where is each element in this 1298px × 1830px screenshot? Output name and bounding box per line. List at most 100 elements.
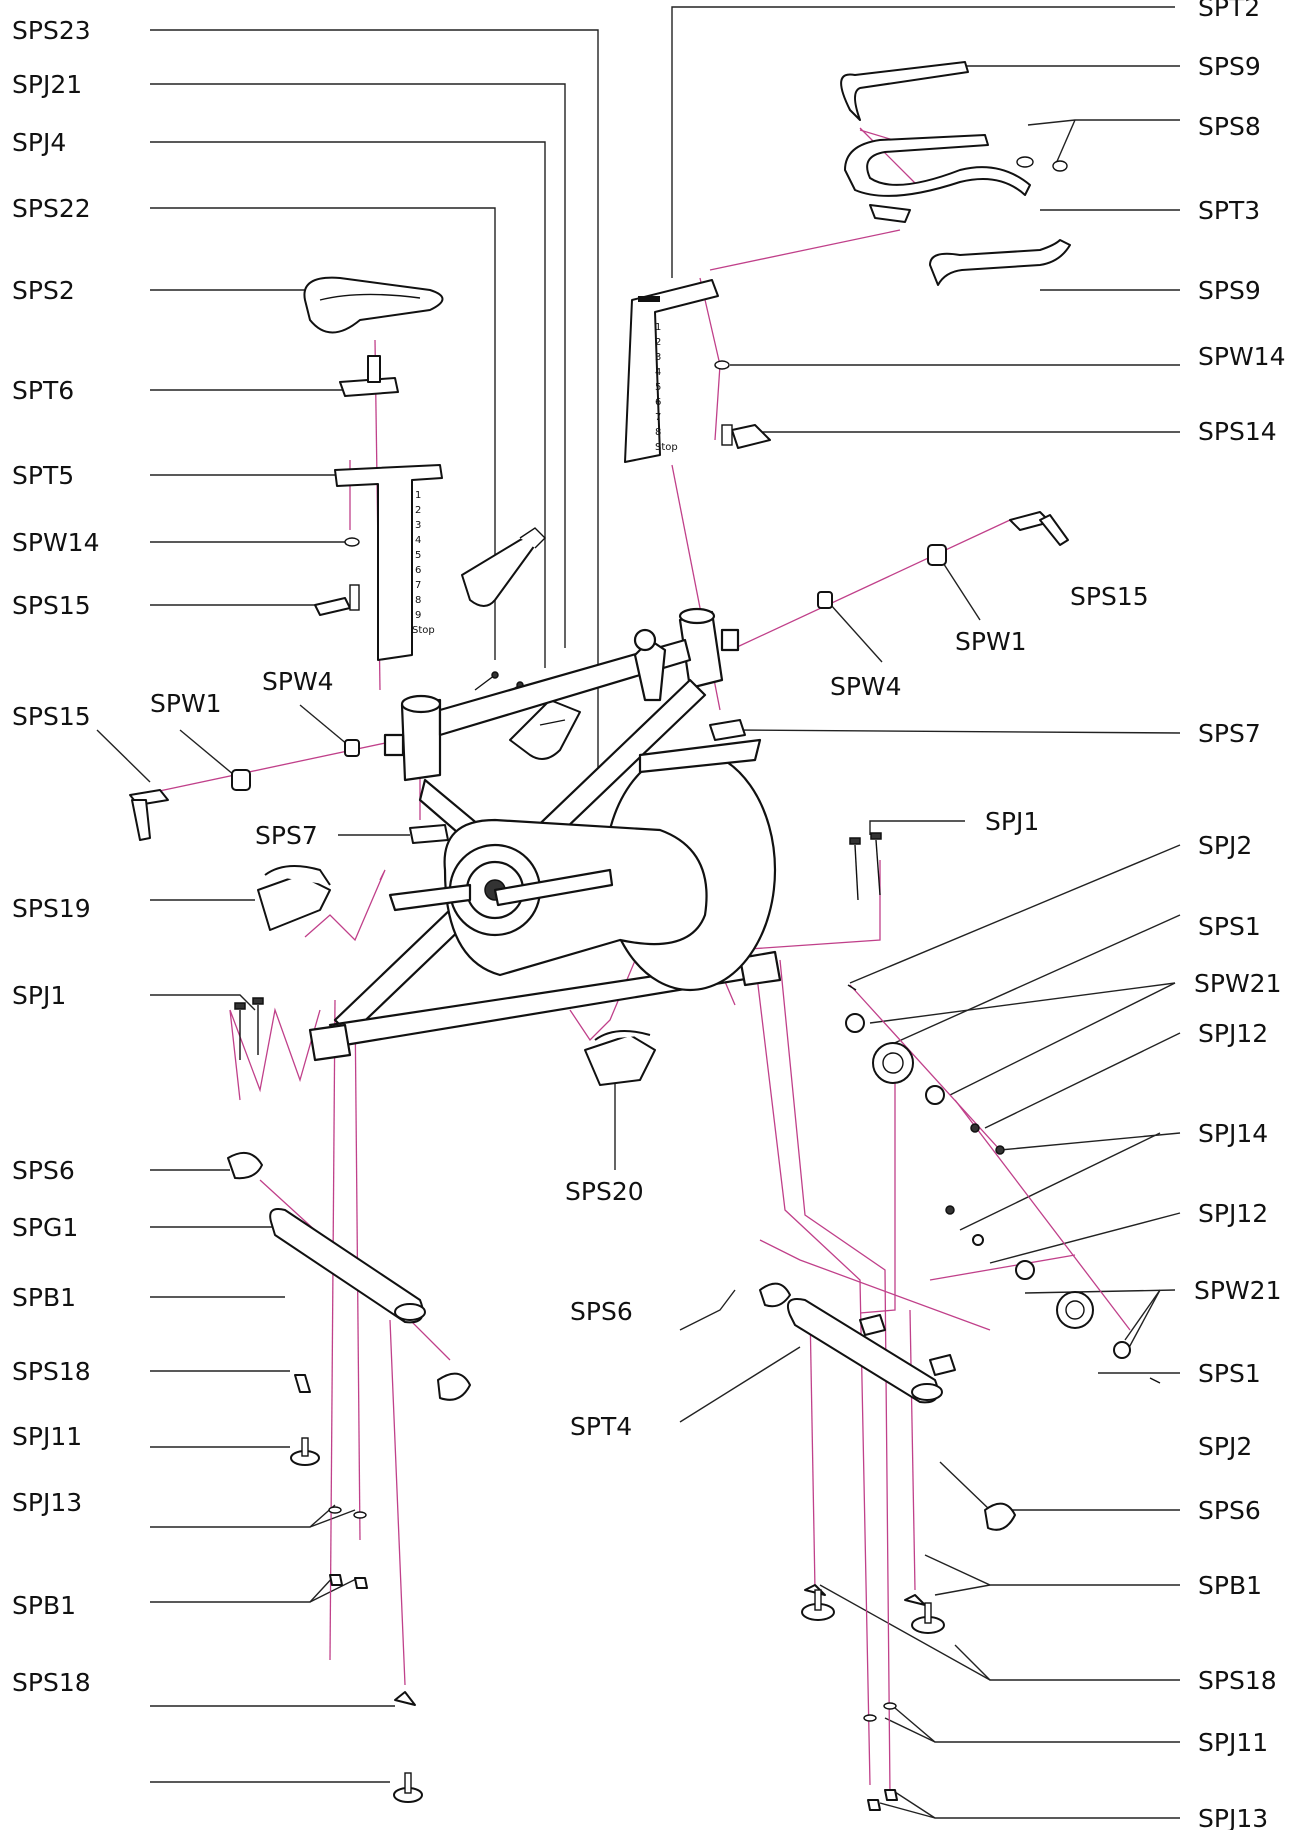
label-sps15-right: SPS15 bbox=[1070, 582, 1149, 611]
label-spw21-top: SPW21 bbox=[1194, 969, 1281, 998]
label-spj1-left: SPJ1 bbox=[12, 981, 66, 1010]
handlebar-spt3 bbox=[840, 61, 1071, 286]
label-sps6-center: SPS6 bbox=[570, 1297, 633, 1326]
parts: 1 2 3 4 5 6 7 8 Stop 1 bbox=[129, 61, 1161, 1811]
label-sps1-bottom: SPS1 bbox=[1198, 1359, 1261, 1388]
label-sps15-left-top: SPS15 bbox=[12, 591, 91, 620]
label-sps18-right: SPS18 bbox=[1198, 1666, 1277, 1695]
svg-text:7: 7 bbox=[655, 412, 661, 423]
label-sps14: SPS14 bbox=[1198, 417, 1277, 446]
label-spt6: SPT6 bbox=[12, 376, 74, 405]
label-spj21: SPJ21 bbox=[12, 70, 82, 99]
pedal-sps19 bbox=[257, 865, 331, 931]
label-sps6-left: SPS6 bbox=[12, 1156, 75, 1185]
feet-left bbox=[290, 1374, 423, 1803]
stabilizer-spt4 bbox=[759, 1282, 1016, 1531]
stopper-sps7-right bbox=[709, 719, 746, 741]
label-sps18-left-bottom: SPS18 bbox=[12, 1668, 91, 1697]
svg-text:Stop: Stop bbox=[412, 625, 435, 636]
pedal-sps20 bbox=[584, 1030, 656, 1086]
label-sps1-top: SPS1 bbox=[1198, 912, 1261, 941]
screws-spj1-right bbox=[849, 832, 882, 901]
label-spj13-right: SPJ13 bbox=[1198, 1804, 1268, 1830]
svg-text:8: 8 bbox=[655, 427, 661, 438]
label-sps7-left: SPS7 bbox=[255, 821, 318, 850]
label-spt3: SPT3 bbox=[1198, 196, 1260, 225]
svg-text:5: 5 bbox=[655, 382, 661, 393]
label-spt4: SPT4 bbox=[570, 1412, 632, 1441]
label-sps9-bottom: SPS9 bbox=[1198, 276, 1261, 305]
label-sps6-right: SPS6 bbox=[1198, 1496, 1261, 1525]
knob-sps15-right bbox=[817, 511, 1069, 609]
knob-sps15-left bbox=[129, 739, 360, 841]
bottle-sps22 bbox=[461, 527, 546, 607]
label-spw21-bottom: SPW21 bbox=[1194, 1276, 1281, 1305]
label-spj13-left: SPJ13 bbox=[12, 1488, 82, 1517]
label-spb1-left-top: SPB1 bbox=[12, 1283, 76, 1312]
chain-cover bbox=[388, 818, 708, 977]
stabilizer-spg1 bbox=[227, 1151, 471, 1401]
label-sps9-top: SPS9 bbox=[1198, 52, 1261, 81]
svg-text:Stop: Stop bbox=[655, 442, 678, 453]
label-spj2-top: SPJ2 bbox=[1198, 831, 1252, 860]
bottle-cage-sps23 bbox=[509, 699, 581, 760]
feet-right bbox=[801, 1584, 945, 1811]
label-spw1-left: SPW1 bbox=[150, 689, 222, 718]
label-spb1-left-bottom: SPB1 bbox=[12, 1591, 76, 1620]
part-labels: SPT2 SPS9 SPS8 SPT3 SPS9 SPW14 SPS14 SPS… bbox=[12, 0, 1285, 1830]
svg-text:6: 6 bbox=[655, 397, 661, 408]
label-spj11-left: SPJ11 bbox=[12, 1422, 82, 1451]
label-sps2: SPS2 bbox=[12, 276, 75, 305]
label-spw14-right: SPW14 bbox=[1198, 342, 1285, 371]
label-sps8: SPS8 bbox=[1198, 112, 1261, 141]
label-spb1-right: SPB1 bbox=[1198, 1571, 1262, 1600]
knob-sps14 bbox=[721, 424, 771, 449]
svg-text:3: 3 bbox=[415, 520, 421, 531]
label-sps23: SPS23 bbox=[12, 16, 91, 45]
label-spj4: SPJ4 bbox=[12, 128, 66, 157]
svg-text:7: 7 bbox=[415, 580, 421, 591]
label-spw14-left: SPW14 bbox=[12, 528, 99, 557]
svg-text:3: 3 bbox=[655, 352, 661, 363]
roller-set-top bbox=[845, 984, 1005, 1155]
label-spw4-left: SPW4 bbox=[262, 667, 334, 696]
washer-spw14-right bbox=[714, 360, 730, 370]
seat-post-spt5: 1 2 3 4 5 6 7 8 9 Stop bbox=[334, 464, 443, 661]
label-spw4-right: SPW4 bbox=[830, 672, 902, 701]
leader-lines bbox=[96, 6, 1181, 1819]
label-spj12-top: SPJ12 bbox=[1198, 1019, 1268, 1048]
label-sps18-left-top: SPS18 bbox=[12, 1357, 91, 1386]
svg-text:4: 4 bbox=[415, 535, 421, 546]
label-sps20: SPS20 bbox=[565, 1177, 644, 1206]
label-spw1-right: SPW1 bbox=[955, 627, 1027, 656]
svg-text:6: 6 bbox=[415, 565, 421, 576]
label-sps22: SPS22 bbox=[12, 194, 91, 223]
seat-sps2 bbox=[303, 276, 444, 334]
seat-post-spt2: 1 2 3 4 5 6 7 8 Stop bbox=[624, 279, 719, 463]
stopper-sps7-left bbox=[409, 824, 449, 844]
label-spj12-bottom: SPJ12 bbox=[1198, 1199, 1268, 1228]
washer-spw14-left bbox=[344, 537, 360, 547]
label-spt2: SPT2 bbox=[1198, 0, 1260, 22]
seat-slider-spt6 bbox=[339, 355, 399, 397]
svg-text:4: 4 bbox=[655, 367, 661, 378]
svg-text:2: 2 bbox=[415, 505, 421, 516]
label-spj14: SPJ14 bbox=[1198, 1119, 1268, 1148]
roller-set-bottom bbox=[945, 1205, 1161, 1384]
label-spj11-right: SPJ11 bbox=[1198, 1728, 1268, 1757]
label-sps15-left: SPS15 bbox=[12, 702, 91, 731]
svg-text:1: 1 bbox=[415, 490, 421, 501]
label-spg1: SPG1 bbox=[12, 1213, 78, 1242]
svg-text:5: 5 bbox=[415, 550, 421, 561]
svg-text:8: 8 bbox=[415, 595, 421, 606]
label-spj2-bottom: SPJ2 bbox=[1198, 1432, 1252, 1461]
knob-sps15-seat bbox=[314, 584, 360, 616]
label-spj1-right: SPJ1 bbox=[985, 807, 1039, 836]
svg-text:2: 2 bbox=[655, 337, 661, 348]
label-spt5: SPT5 bbox=[12, 461, 74, 490]
svg-text:1: 1 bbox=[655, 322, 661, 333]
label-sps19: SPS19 bbox=[12, 894, 91, 923]
label-sps7-right: SPS7 bbox=[1198, 719, 1261, 748]
